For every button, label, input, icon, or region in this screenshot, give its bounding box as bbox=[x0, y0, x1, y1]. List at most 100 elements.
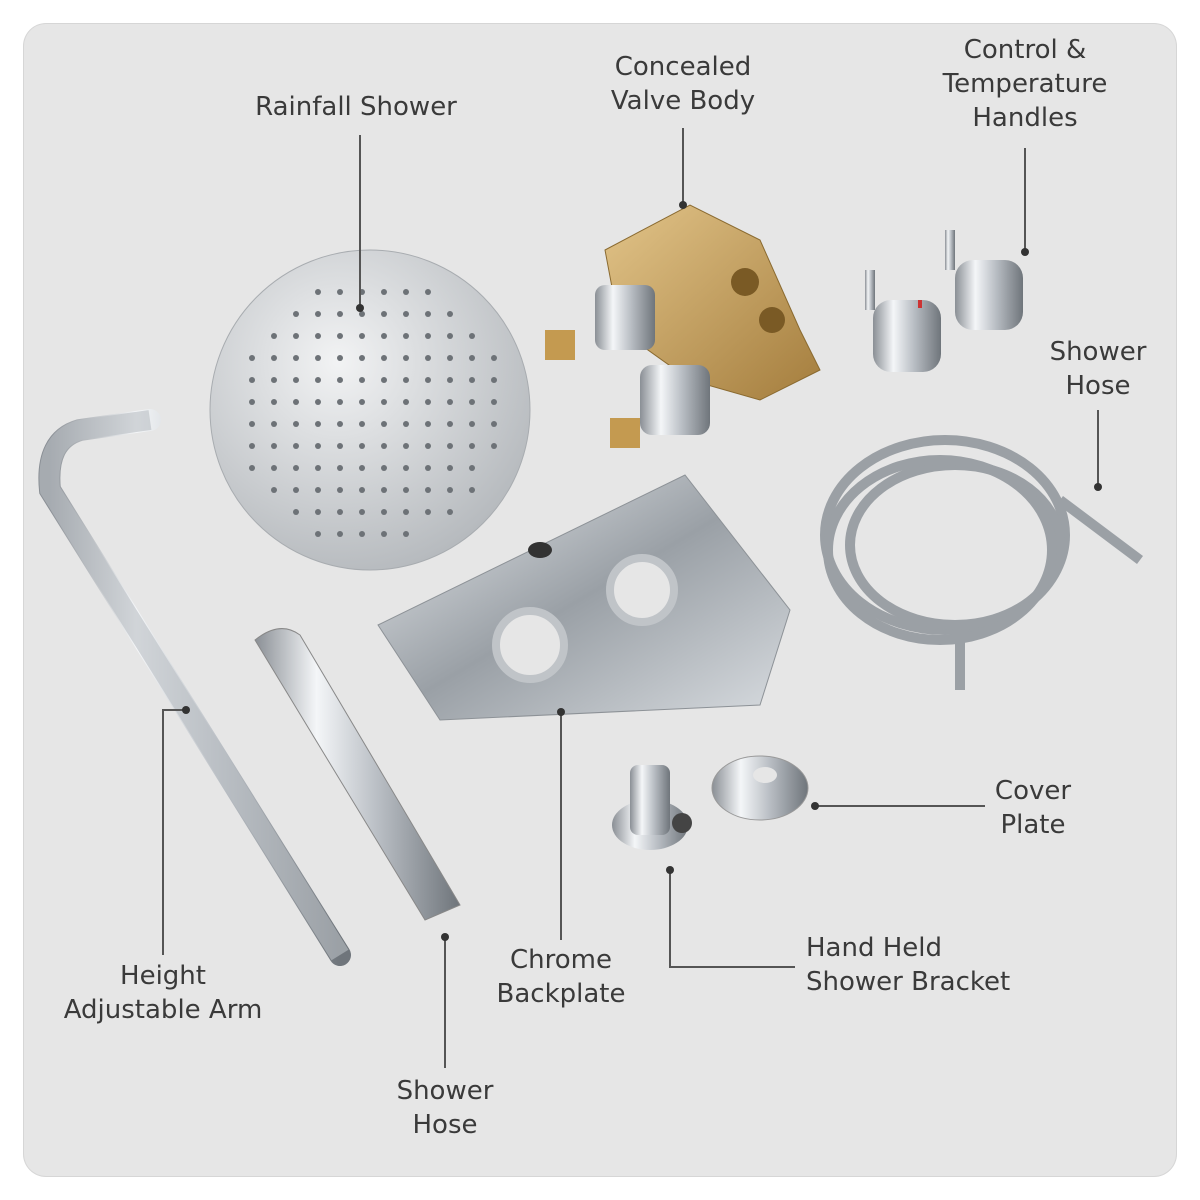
nozzle-hole bbox=[271, 487, 277, 493]
nozzle-hole bbox=[293, 399, 299, 405]
nozzle-hole bbox=[337, 333, 343, 339]
label-line: Temperature bbox=[942, 69, 1108, 99]
nozzle-hole bbox=[271, 421, 277, 427]
nozzle-hole bbox=[271, 333, 277, 339]
nozzle-hole bbox=[315, 289, 321, 295]
nozzle-hole bbox=[403, 487, 409, 493]
nozzle-hole bbox=[425, 465, 431, 471]
nozzle-hole bbox=[425, 399, 431, 405]
nozzle-hole bbox=[293, 333, 299, 339]
label-line: Cover bbox=[994, 776, 1072, 806]
leader-lines bbox=[162, 128, 1099, 1068]
nozzle-hole bbox=[337, 443, 343, 449]
label-height-adjustable-arm: Height Adjustable Arm bbox=[64, 959, 263, 1027]
label-line: Control & bbox=[963, 35, 1087, 65]
nozzle-hole bbox=[381, 311, 387, 317]
nozzle-hole bbox=[491, 443, 497, 449]
nozzle-hole bbox=[469, 443, 475, 449]
nozzle-hole bbox=[337, 355, 343, 361]
nozzle-hole bbox=[337, 421, 343, 427]
label-line: Handles bbox=[972, 103, 1078, 133]
label-line: Plate bbox=[1000, 810, 1066, 840]
nozzle-hole bbox=[293, 421, 299, 427]
nozzle-hole bbox=[425, 509, 431, 515]
nozzle-hole bbox=[469, 377, 475, 383]
nozzle-hole bbox=[249, 443, 255, 449]
label-control-temperature-handles: Control & Temperature Handles bbox=[943, 33, 1108, 135]
nozzle-hole bbox=[359, 421, 365, 427]
nozzle-hole bbox=[403, 399, 409, 405]
nozzle-hole bbox=[403, 531, 409, 537]
cover-plate bbox=[711, 755, 809, 821]
nozzle-hole bbox=[403, 333, 409, 339]
nozzle-hole bbox=[447, 333, 453, 339]
nozzle-hole bbox=[403, 465, 409, 471]
nozzle-hole bbox=[337, 399, 343, 405]
nozzle-hole bbox=[381, 443, 387, 449]
nozzle-hole bbox=[447, 487, 453, 493]
rainfall-shower-head bbox=[209, 249, 531, 571]
nozzle-hole bbox=[359, 443, 365, 449]
label-line: Concealed bbox=[614, 52, 752, 82]
nozzle-hole bbox=[425, 289, 431, 295]
nozzle-hole bbox=[271, 399, 277, 405]
nozzle-hole bbox=[293, 355, 299, 361]
nozzle-hole bbox=[447, 421, 453, 427]
nozzle-hole bbox=[381, 377, 387, 383]
nozzle-hole bbox=[491, 421, 497, 427]
nozzle-hole bbox=[469, 487, 475, 493]
nozzle-hole bbox=[337, 487, 343, 493]
nozzle-hole bbox=[359, 311, 365, 317]
nozzle-hole bbox=[491, 355, 497, 361]
nozzle-hole bbox=[447, 377, 453, 383]
nozzle-hole bbox=[271, 377, 277, 383]
nozzle-hole bbox=[315, 333, 321, 339]
label-line: Rainfall Shower bbox=[255, 92, 457, 122]
nozzle-hole bbox=[359, 377, 365, 383]
leader-dots bbox=[182, 201, 1102, 941]
label-line: Backplate bbox=[496, 979, 626, 1009]
nozzle-hole bbox=[359, 531, 365, 537]
nozzle-hole bbox=[315, 355, 321, 361]
nozzle-hole bbox=[315, 443, 321, 449]
nozzle-hole bbox=[337, 311, 343, 317]
nozzle-hole bbox=[447, 509, 453, 515]
nozzle-hole bbox=[447, 355, 453, 361]
label-shower-hose-bottom: Shower Hose bbox=[397, 1074, 494, 1142]
nozzle-hole bbox=[315, 377, 321, 383]
label-cover-plate: Cover Plate bbox=[995, 774, 1071, 842]
nozzle-hole bbox=[249, 355, 255, 361]
label-line: Hose bbox=[412, 1110, 478, 1140]
nozzle-hole bbox=[315, 531, 321, 537]
nozzle-hole bbox=[425, 443, 431, 449]
nozzle-hole bbox=[315, 487, 321, 493]
label-concealed-valve-body: Concealed Valve Body bbox=[611, 50, 755, 118]
nozzle-hole bbox=[381, 531, 387, 537]
nozzle-hole bbox=[381, 509, 387, 515]
nozzle-hole bbox=[315, 465, 321, 471]
nozzle-hole bbox=[469, 465, 475, 471]
nozzle-hole bbox=[447, 443, 453, 449]
label-line: Height bbox=[120, 961, 206, 991]
nozzle-hole bbox=[271, 465, 277, 471]
nozzle-hole bbox=[403, 311, 409, 317]
nozzle-hole bbox=[315, 311, 321, 317]
nozzle-hole bbox=[469, 355, 475, 361]
nozzle-hole bbox=[403, 443, 409, 449]
nozzle-hole bbox=[293, 509, 299, 515]
label-line: Chrome bbox=[510, 945, 612, 975]
nozzle-hole bbox=[381, 399, 387, 405]
hand-shower bbox=[254, 628, 461, 921]
nozzle-hole bbox=[315, 421, 321, 427]
nozzle-hole bbox=[381, 421, 387, 427]
label-line: Shower Bracket bbox=[806, 967, 1011, 997]
label-rainfall-shower: Rainfall Shower bbox=[255, 90, 457, 124]
nozzle-hole bbox=[447, 465, 453, 471]
nozzle-hole bbox=[403, 377, 409, 383]
label-hand-held-shower-bracket: Hand Held Shower Bracket bbox=[806, 931, 1010, 999]
nozzle-hole bbox=[425, 355, 431, 361]
nozzle-hole bbox=[337, 377, 343, 383]
nozzle-hole bbox=[491, 399, 497, 405]
nozzle-hole bbox=[337, 465, 343, 471]
nozzle-hole bbox=[425, 421, 431, 427]
